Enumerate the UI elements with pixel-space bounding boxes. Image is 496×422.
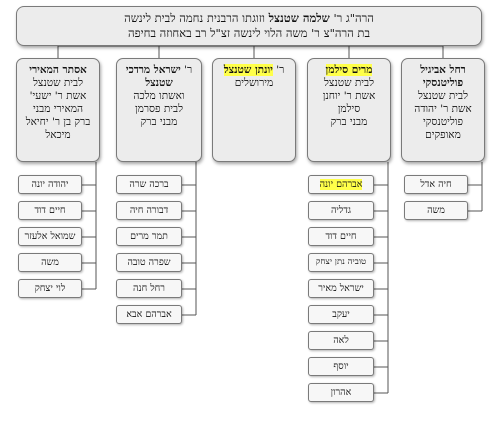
- child-name: אברהם אבא: [126, 309, 172, 320]
- family-detail: ברק בן ר' יחיאל: [25, 116, 91, 128]
- child-box: יעקב: [308, 305, 374, 324]
- child-name: משה: [427, 205, 445, 216]
- child-box: שמואל אלעזר: [18, 227, 82, 246]
- child-name: שמואל אלעזר: [24, 231, 76, 242]
- root-line-1: הרה"ג ר' שלמה שטנצל וזוגתו הרבנית נחמה ל…: [17, 11, 481, 26]
- root-title: הרה"ג ר': [333, 11, 374, 25]
- family-detail: לבית שטנצל: [32, 77, 84, 89]
- child-box: חיים דוד: [308, 227, 374, 246]
- child-box: אברהם אבא: [116, 305, 182, 324]
- child-name: טוביה נתן יצחק: [315, 257, 367, 267]
- family-name-2: פוליטנסקי: [422, 77, 464, 89]
- family-detail: מבני ברק: [330, 116, 368, 128]
- family-detail: מבני ברק: [140, 116, 178, 128]
- child-box: תמר מרים: [116, 227, 182, 246]
- family-detail: אשת ר' יהודה: [414, 103, 472, 115]
- child-box: דבורה חיה: [116, 201, 182, 220]
- root-spouse: וזוגתו הרבנית נחמה לבית לינשה: [124, 11, 265, 25]
- child-name: אהרון: [330, 387, 352, 398]
- child-box: טוביה נתן יצחק: [308, 253, 374, 272]
- child-name: אברהם יונה: [319, 179, 363, 190]
- family-detail: לבית פסרמן: [135, 103, 183, 115]
- family-name: ישראל מרדכי: [125, 64, 181, 76]
- family-detail: לבית שטנצל: [323, 77, 375, 89]
- family-detail: ואשתו מלכה: [133, 90, 185, 102]
- child-name: ברכה שרה: [129, 179, 169, 190]
- child-name: חיים דוד: [325, 231, 357, 242]
- family-name: רחל אביגיל: [420, 64, 466, 76]
- child-name: דבורה חיה: [129, 205, 169, 216]
- child-box: אהרון: [308, 383, 374, 402]
- root-name: שלמה שטנצל: [268, 11, 330, 25]
- child-name: יוסף: [333, 361, 349, 372]
- family-name-2: שטנצל: [145, 77, 173, 89]
- child-name: לאה: [333, 335, 349, 346]
- child-box: יוסף: [308, 357, 374, 376]
- family-detail: המאירי מבני: [32, 103, 84, 115]
- family-detail: מיכאל: [45, 129, 71, 141]
- child-box: משה: [404, 201, 468, 220]
- child-box: חיים דוד: [18, 201, 82, 220]
- family-detail: לבית שטנצל: [417, 90, 469, 102]
- family-detail: מאופקים: [425, 129, 461, 141]
- family-box-yisrael: ר' ישראל מרדכי שטנצל ואשתו מלכה לבית פסר…: [116, 58, 202, 162]
- family-box-esther: אסתר המאירי לבית שטנצל אשת ר' ישעי' המאי…: [16, 58, 100, 162]
- child-name: משה: [41, 257, 59, 268]
- family-box-miriam: מרים סילמן לבית שטנצל אשת ר' יוחנן סילמן…: [307, 58, 391, 162]
- family-name: מרים סילמן: [325, 64, 373, 76]
- family-detail: פוליטנסקי: [423, 116, 463, 128]
- child-box: שפרה טובה: [116, 253, 182, 272]
- child-box: חיה אדל: [404, 175, 468, 194]
- family-detail: אשת ר' ישעי': [29, 90, 87, 102]
- child-box: גדליה: [308, 201, 374, 220]
- family-prefix: ר': [184, 64, 193, 76]
- child-name: גדליה: [330, 205, 352, 216]
- child-box: ברכה שרה: [116, 175, 182, 194]
- child-name: ישראל מאיר: [318, 283, 364, 294]
- child-box: רחל חנה: [116, 279, 182, 298]
- child-name: לוי יצחק: [34, 283, 66, 294]
- child-box: לוי יצחק: [18, 279, 82, 298]
- family-box-rachel: רחל אביגיל פוליטנסקי לבית שטנצל אשת ר' י…: [401, 58, 485, 162]
- child-name: יעקב: [332, 309, 350, 320]
- child-box: לאה: [308, 331, 374, 350]
- child-box: אברהם יונה: [308, 175, 374, 194]
- family-detail: סילמן: [337, 103, 361, 115]
- child-name: רחל חנה: [133, 283, 165, 294]
- child-box: ישראל מאיר: [308, 279, 374, 298]
- child-box: משה: [18, 253, 82, 272]
- family-prefix: ר': [276, 64, 285, 76]
- root-line-2: בת הרה"צ ר' משה הלוי לינשה זצ"ל רב באחוז…: [128, 26, 370, 40]
- family-detail: אשת ר' יוחנן: [322, 90, 376, 102]
- child-box: יהודה יונה: [18, 175, 82, 194]
- family-detail: מירושלים: [234, 77, 274, 89]
- family-box-yonatan: ר' יונתן שטנצל מירושלים: [212, 58, 296, 162]
- child-name: חיים דוד: [34, 205, 66, 216]
- root-couple-box: הרה"ג ר' שלמה שטנצל וזוגתו הרבנית נחמה ל…: [16, 6, 482, 46]
- child-name: יהודה יונה: [31, 179, 69, 190]
- child-name: תמר מרים: [130, 231, 168, 242]
- family-name: יונתן שטנצל: [223, 64, 273, 76]
- child-name: חיה אדל: [420, 179, 452, 190]
- child-name: שפרה טובה: [127, 257, 171, 268]
- family-name: אסתר המאירי: [29, 64, 87, 76]
